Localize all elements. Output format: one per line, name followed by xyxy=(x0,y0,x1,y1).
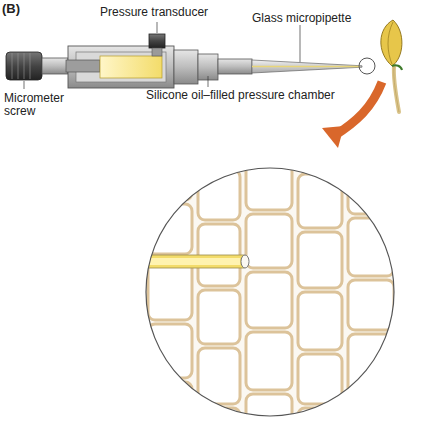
plant-cell xyxy=(298,174,342,228)
plant-cell xyxy=(148,324,192,378)
part-label: Pressure transducer xyxy=(100,6,208,19)
plant-cell xyxy=(148,382,192,424)
plant-cell xyxy=(348,280,394,330)
part-label: Micrometer screw xyxy=(4,92,64,118)
plant-cell xyxy=(246,214,292,268)
panel-label: (B) xyxy=(2,2,20,15)
plant-cell xyxy=(246,332,292,390)
plant-cell xyxy=(246,394,292,424)
part-label: Glass micropipette xyxy=(252,12,351,25)
plant-cell xyxy=(348,334,394,396)
plant-cell xyxy=(198,170,240,220)
plant-cell xyxy=(148,142,192,200)
part-label: Silicone oil–filled pressure chamber xyxy=(146,89,335,102)
plant-cell xyxy=(298,292,342,350)
plant-cell xyxy=(298,354,342,404)
plant-cell xyxy=(198,348,240,404)
plant-cell xyxy=(246,148,292,210)
plant-cell xyxy=(348,158,394,214)
plant-cell xyxy=(298,232,342,288)
plant-cell xyxy=(348,400,394,424)
plant-cell xyxy=(198,290,240,344)
plant-cell xyxy=(246,272,292,328)
plant-cell xyxy=(298,408,342,424)
plant-cell xyxy=(348,218,394,276)
